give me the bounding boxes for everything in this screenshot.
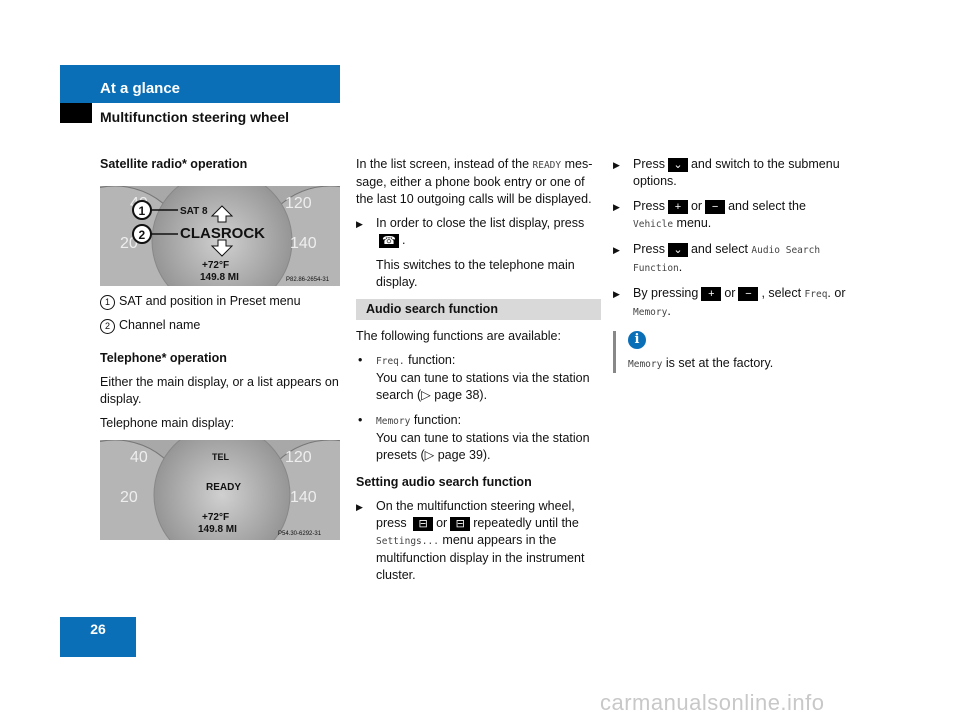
- temp-readout: +72°F: [202, 260, 229, 271]
- step-vehicle: ▶ Press+or−and select the Vehicle menu.: [613, 199, 806, 230]
- available-functions: The following functions are available:: [356, 329, 561, 343]
- info-note: i Memory is set at the factory.: [613, 331, 858, 373]
- arrow-down-icon: [210, 239, 234, 257]
- step-arrow-icon: ▶: [613, 160, 620, 170]
- callout-1-label: 1: [139, 204, 146, 218]
- image-ref-2: P54.30-6292-31: [278, 531, 322, 537]
- tel-main-label: Telephone main display:: [100, 416, 235, 430]
- setting-heading: Setting audio search function: [356, 475, 532, 489]
- legend-item-1: 1 SAT and position in Preset menu: [100, 293, 345, 310]
- dial-left-bottom-2: 20: [120, 489, 138, 506]
- watermark: carmanualsonline.info: [600, 690, 825, 715]
- step-arrow-icon: ▶: [356, 219, 363, 229]
- tel-label: TEL: [212, 452, 230, 462]
- memory-bullet: •Memory function: You can tune to statio…: [358, 413, 590, 462]
- column-3: ▶ Press⌄and switch to the submenu option…: [613, 156, 858, 373]
- number-1-icon: 1: [100, 295, 115, 310]
- step-select-mode: ▶ By pressing+or−, select Freq. or Memor…: [613, 286, 846, 318]
- number-2-icon: 2: [100, 319, 115, 334]
- section-title: At a glance: [100, 80, 181, 97]
- odo-readout: 149.8 MI: [200, 272, 239, 283]
- step-audio-search: ▶ Press⌄and select Audio Search Function…: [613, 242, 821, 274]
- ready-label: READY: [206, 482, 241, 493]
- header-marker: [60, 103, 92, 123]
- column-1-lower: 1 SAT and position in Preset menu 2 Channe…: [100, 293, 345, 439]
- sat-label: SAT 8: [180, 206, 208, 217]
- station-label: CLASROCK: [180, 225, 265, 242]
- sat-heading: Satellite radio* operation: [100, 157, 248, 171]
- close-result: This switches to the telephone main disp…: [376, 258, 575, 289]
- header-bar: [60, 65, 340, 103]
- tel-heading: Telephone* operation: [100, 351, 227, 365]
- callout-2-label: 2: [139, 228, 146, 242]
- cluster-image-tel: 40 20 120 140 TEL READY +72°F 149.8 MI P…: [100, 440, 340, 540]
- step-arrow-icon: ▶: [613, 202, 620, 212]
- step-arrow-icon: ▶: [613, 289, 620, 299]
- cluster-sat-svg: 40 20 120 140 1 2 SAT 8 CLASROCK +72°F 1…: [100, 186, 340, 286]
- audio-search-header: Audio search function: [356, 299, 601, 320]
- list-intro: In the list screen, instead of the READY…: [356, 157, 593, 206]
- chevron-down-key-icon: ⌄: [667, 242, 688, 257]
- dial-right-bottom-2: 140: [290, 489, 317, 506]
- odo-readout-2: 149.8 MI: [198, 524, 237, 535]
- display-key-left-icon: ⊟: [413, 516, 434, 531]
- subsection-title: Multifunction steering wheel: [100, 109, 290, 125]
- page-number: 26: [60, 617, 136, 657]
- chevron-down-key-icon: ⌄: [667, 157, 688, 172]
- step-arrow-icon: ▶: [356, 502, 363, 512]
- tel-desc: Either the main display, or a list appea…: [100, 375, 339, 406]
- column-1: Satellite radio* operation: [100, 156, 345, 180]
- legend-2-text: Channel name: [119, 318, 201, 332]
- image-ref: P82.86-2654-31: [286, 277, 330, 283]
- plus-key-icon: +: [701, 286, 722, 301]
- close-list-step: ▶ In order to close the list display, pr…: [356, 215, 601, 291]
- arrow-up-icon: [210, 205, 234, 223]
- dial-left-top-2: 40: [130, 449, 148, 466]
- step-submenu: ▶ Press⌄and switch to the submenu option…: [613, 157, 840, 188]
- minus-key-icon: −: [738, 286, 759, 301]
- dial-left-bottom: 20: [120, 235, 138, 252]
- minus-key-icon: −: [705, 199, 726, 214]
- cluster-image-sat: 40 20 120 140 1 2 SAT 8 CLASROCK +72°F 1…: [100, 186, 340, 286]
- freq-bullet: •Freq. function: You can tune to station…: [358, 353, 590, 402]
- dial-right-bottom: 140: [290, 235, 317, 252]
- dial-right-top-2: 120: [285, 449, 312, 466]
- legend-1-text: SAT and position in Preset menu: [119, 294, 301, 308]
- cluster-tel-svg: 40 20 120 140 TEL READY +72°F 149.8 MI P…: [100, 440, 340, 540]
- temp-readout-2: +72°F: [202, 512, 229, 523]
- info-icon: i: [628, 331, 646, 349]
- step-arrow-icon: ▶: [613, 245, 620, 255]
- column-2: In the list screen, instead of the READY…: [356, 156, 601, 592]
- display-key-right-icon: ⊟: [450, 516, 471, 531]
- dial-right-top: 120: [285, 195, 312, 212]
- setting-step: ▶ On the multifunction steering wheel, p…: [356, 499, 585, 582]
- legend-item-2: 2 Channel name: [100, 317, 345, 334]
- hangup-key-icon: ☎: [379, 233, 399, 248]
- plus-key-icon: +: [667, 199, 688, 214]
